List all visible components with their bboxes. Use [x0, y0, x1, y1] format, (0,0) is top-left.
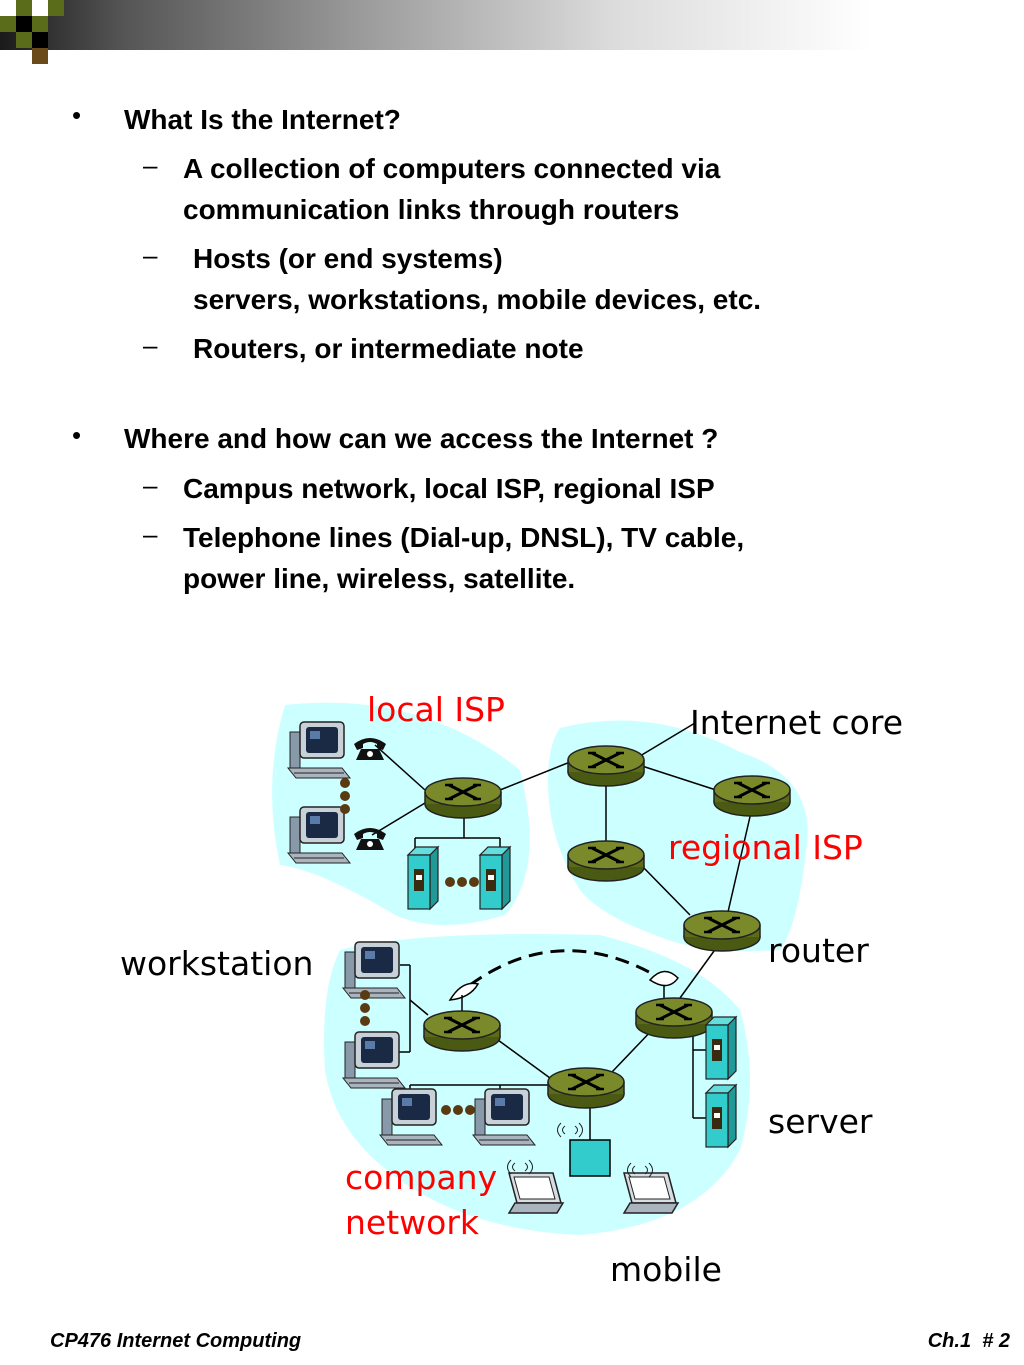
header-checker-square	[32, 32, 48, 48]
server-icon	[407, 846, 439, 910]
router-icon	[634, 996, 714, 1040]
bullet-dot: •	[72, 100, 82, 130]
label-company-network: network	[345, 1203, 480, 1242]
laptop-icon	[623, 1172, 679, 1214]
sub-bullet-dash: –	[143, 330, 158, 360]
router-icon	[712, 774, 792, 818]
sub-bullet-dash: –	[143, 240, 158, 270]
header-checker-square	[48, 0, 64, 16]
ellipsis-dots	[340, 778, 479, 1115]
label-internet-core: Internet core	[690, 703, 904, 742]
router-icon	[566, 839, 646, 883]
label-mobile: mobile	[610, 1250, 722, 1289]
footer-course-title: CP476 Internet Computing	[50, 1330, 302, 1352]
header-checker-square	[0, 16, 16, 32]
label-router: router	[768, 931, 869, 970]
telephone-icon	[354, 738, 386, 760]
header-checker-square	[32, 16, 48, 32]
label-server: server	[768, 1102, 873, 1141]
sub-bullet-text: servers, workstations, mobile devices, e…	[193, 284, 762, 315]
telephone-icon	[354, 828, 386, 850]
header-checker-square	[16, 32, 32, 48]
header-checker-square	[32, 48, 48, 64]
router-icon	[422, 1009, 502, 1053]
sub-bullet-dash: –	[143, 470, 158, 500]
sub-bullet-text: power line, wireless, satellite.	[183, 563, 576, 594]
satellite-dish-icon	[448, 982, 480, 1012]
header-checker-square	[32, 0, 48, 16]
satellite-dish-icon	[648, 970, 679, 1000]
sub-bullet-text: Telephone lines (Dial-up, DNSL), TV cabl…	[183, 522, 745, 553]
sub-bullet-text: Routers, or intermediate note	[193, 333, 584, 364]
sub-bullet-text: Campus network, local ISP, regional ISP	[183, 473, 715, 504]
sub-bullet-dash: –	[143, 519, 158, 549]
label-regional-isp: regional ISP	[668, 828, 863, 867]
sub-bullet-dash: –	[143, 150, 158, 180]
bullet-dot: •	[72, 420, 82, 450]
header-checker-square	[0, 0, 16, 16]
bullet-heading: What Is the Internet?	[124, 104, 401, 135]
label-company-network: company	[345, 1158, 498, 1197]
header-checker-square	[16, 0, 32, 16]
sub-bullet-text: Hosts (or end systems)	[193, 243, 503, 274]
server-icon	[705, 1084, 737, 1148]
server-icon	[705, 1016, 737, 1080]
label-workstation: workstation	[120, 944, 314, 983]
label-local-isp: local ISP	[367, 690, 505, 729]
router-icon	[566, 744, 646, 788]
header-gradient-bar	[0, 0, 1024, 50]
router-icon	[682, 909, 762, 953]
bullet-heading: Where and how can we access the Internet…	[124, 423, 719, 454]
router-icon	[423, 776, 503, 820]
router-icon	[546, 1066, 626, 1110]
sub-bullet-text: communication links through routers	[183, 194, 680, 225]
server-icon	[479, 846, 511, 910]
header-checker-square	[16, 16, 32, 32]
sub-bullet-text: A collection of computers connected via	[183, 153, 721, 184]
laptop-icon	[508, 1172, 564, 1214]
footer-page-number: Ch.1 # 2	[927, 1330, 1010, 1352]
wireless-base-station-icon	[569, 1139, 611, 1177]
satellite-link	[469, 949, 661, 987]
